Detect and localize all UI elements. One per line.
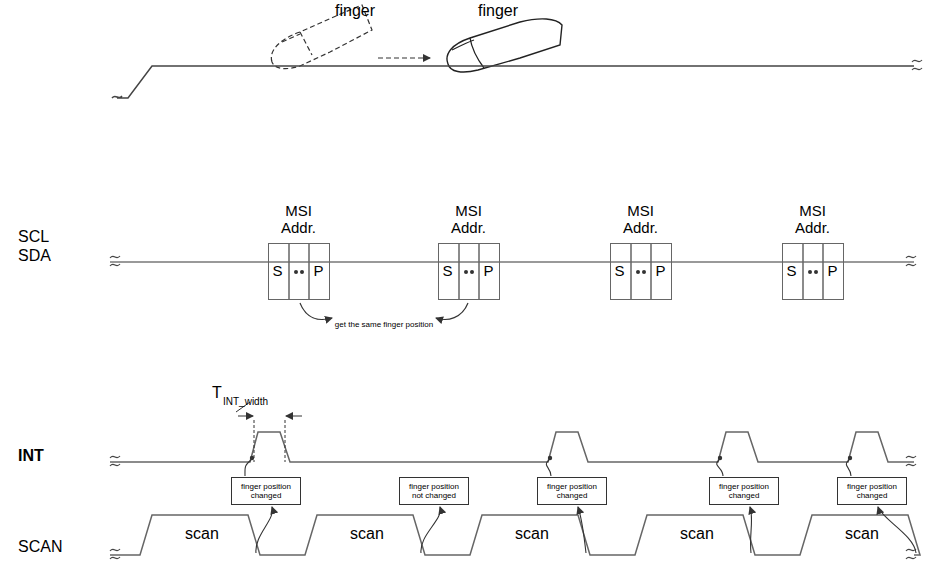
scan-label: scan [515,525,549,543]
start-bit: S [614,263,624,278]
stop-bit: P [827,263,837,278]
address-heading: MSI Addr. [615,203,667,236]
finger-label: finger [335,2,375,20]
start-bit: S [786,263,796,278]
scan-label: scan [350,525,384,543]
stop-bit: P [655,263,665,278]
address-heading: MSI Addr. [787,203,839,236]
finger-label: finger [478,2,518,20]
event-leader [750,507,752,553]
signal-name: SCL [18,228,49,246]
status-box: finger position changed [537,477,607,505]
signal-name: SDA [18,247,51,265]
event-leader [578,507,586,553]
i2c-frame: MSI Addr.SP [782,243,844,300]
i2c-frame: MSI Addr.SP [610,243,672,300]
status-box: finger position changed [709,477,779,505]
scan-label: scan [680,525,714,543]
interrupt-leader [846,460,851,476]
status-box: finger position not changed [399,477,469,505]
timing-symbol: T [212,384,222,402]
scan-label: scan [845,525,879,543]
signal-name: INT [18,447,44,465]
status-box: finger position changed [231,477,301,505]
address-heading: MSI Addr. [273,203,325,236]
status-box: finger position changed [837,477,907,505]
i2c-frame: MSI Addr.SP [268,243,330,300]
finger [447,19,562,72]
start-bit: S [272,263,282,278]
status-text: finger position not changed [403,482,465,500]
status-text: finger position changed [713,482,775,500]
signal-name: SCAN [18,538,62,556]
event-leader [878,507,916,553]
status-text: finger position changed [235,482,297,500]
move-arrow [378,57,430,58]
status-text: finger position changed [541,482,603,500]
note: get the same finger position [335,321,433,330]
i2c-frame: MSI Addr.SP [438,243,500,300]
interrupt-leader [245,460,251,476]
scan-label: scan [185,525,219,543]
start-bit: S [442,263,452,278]
timing-subscript: INT_width [223,396,268,407]
interrupt-leader [546,460,551,476]
event-leader [421,507,441,553]
interrupt-leader [717,460,723,476]
stop-bit: P [483,263,493,278]
stop-bit: P [313,263,323,278]
event-leader [256,507,273,553]
address-heading: MSI Addr. [443,203,495,236]
status-text: finger position changed [841,482,903,500]
